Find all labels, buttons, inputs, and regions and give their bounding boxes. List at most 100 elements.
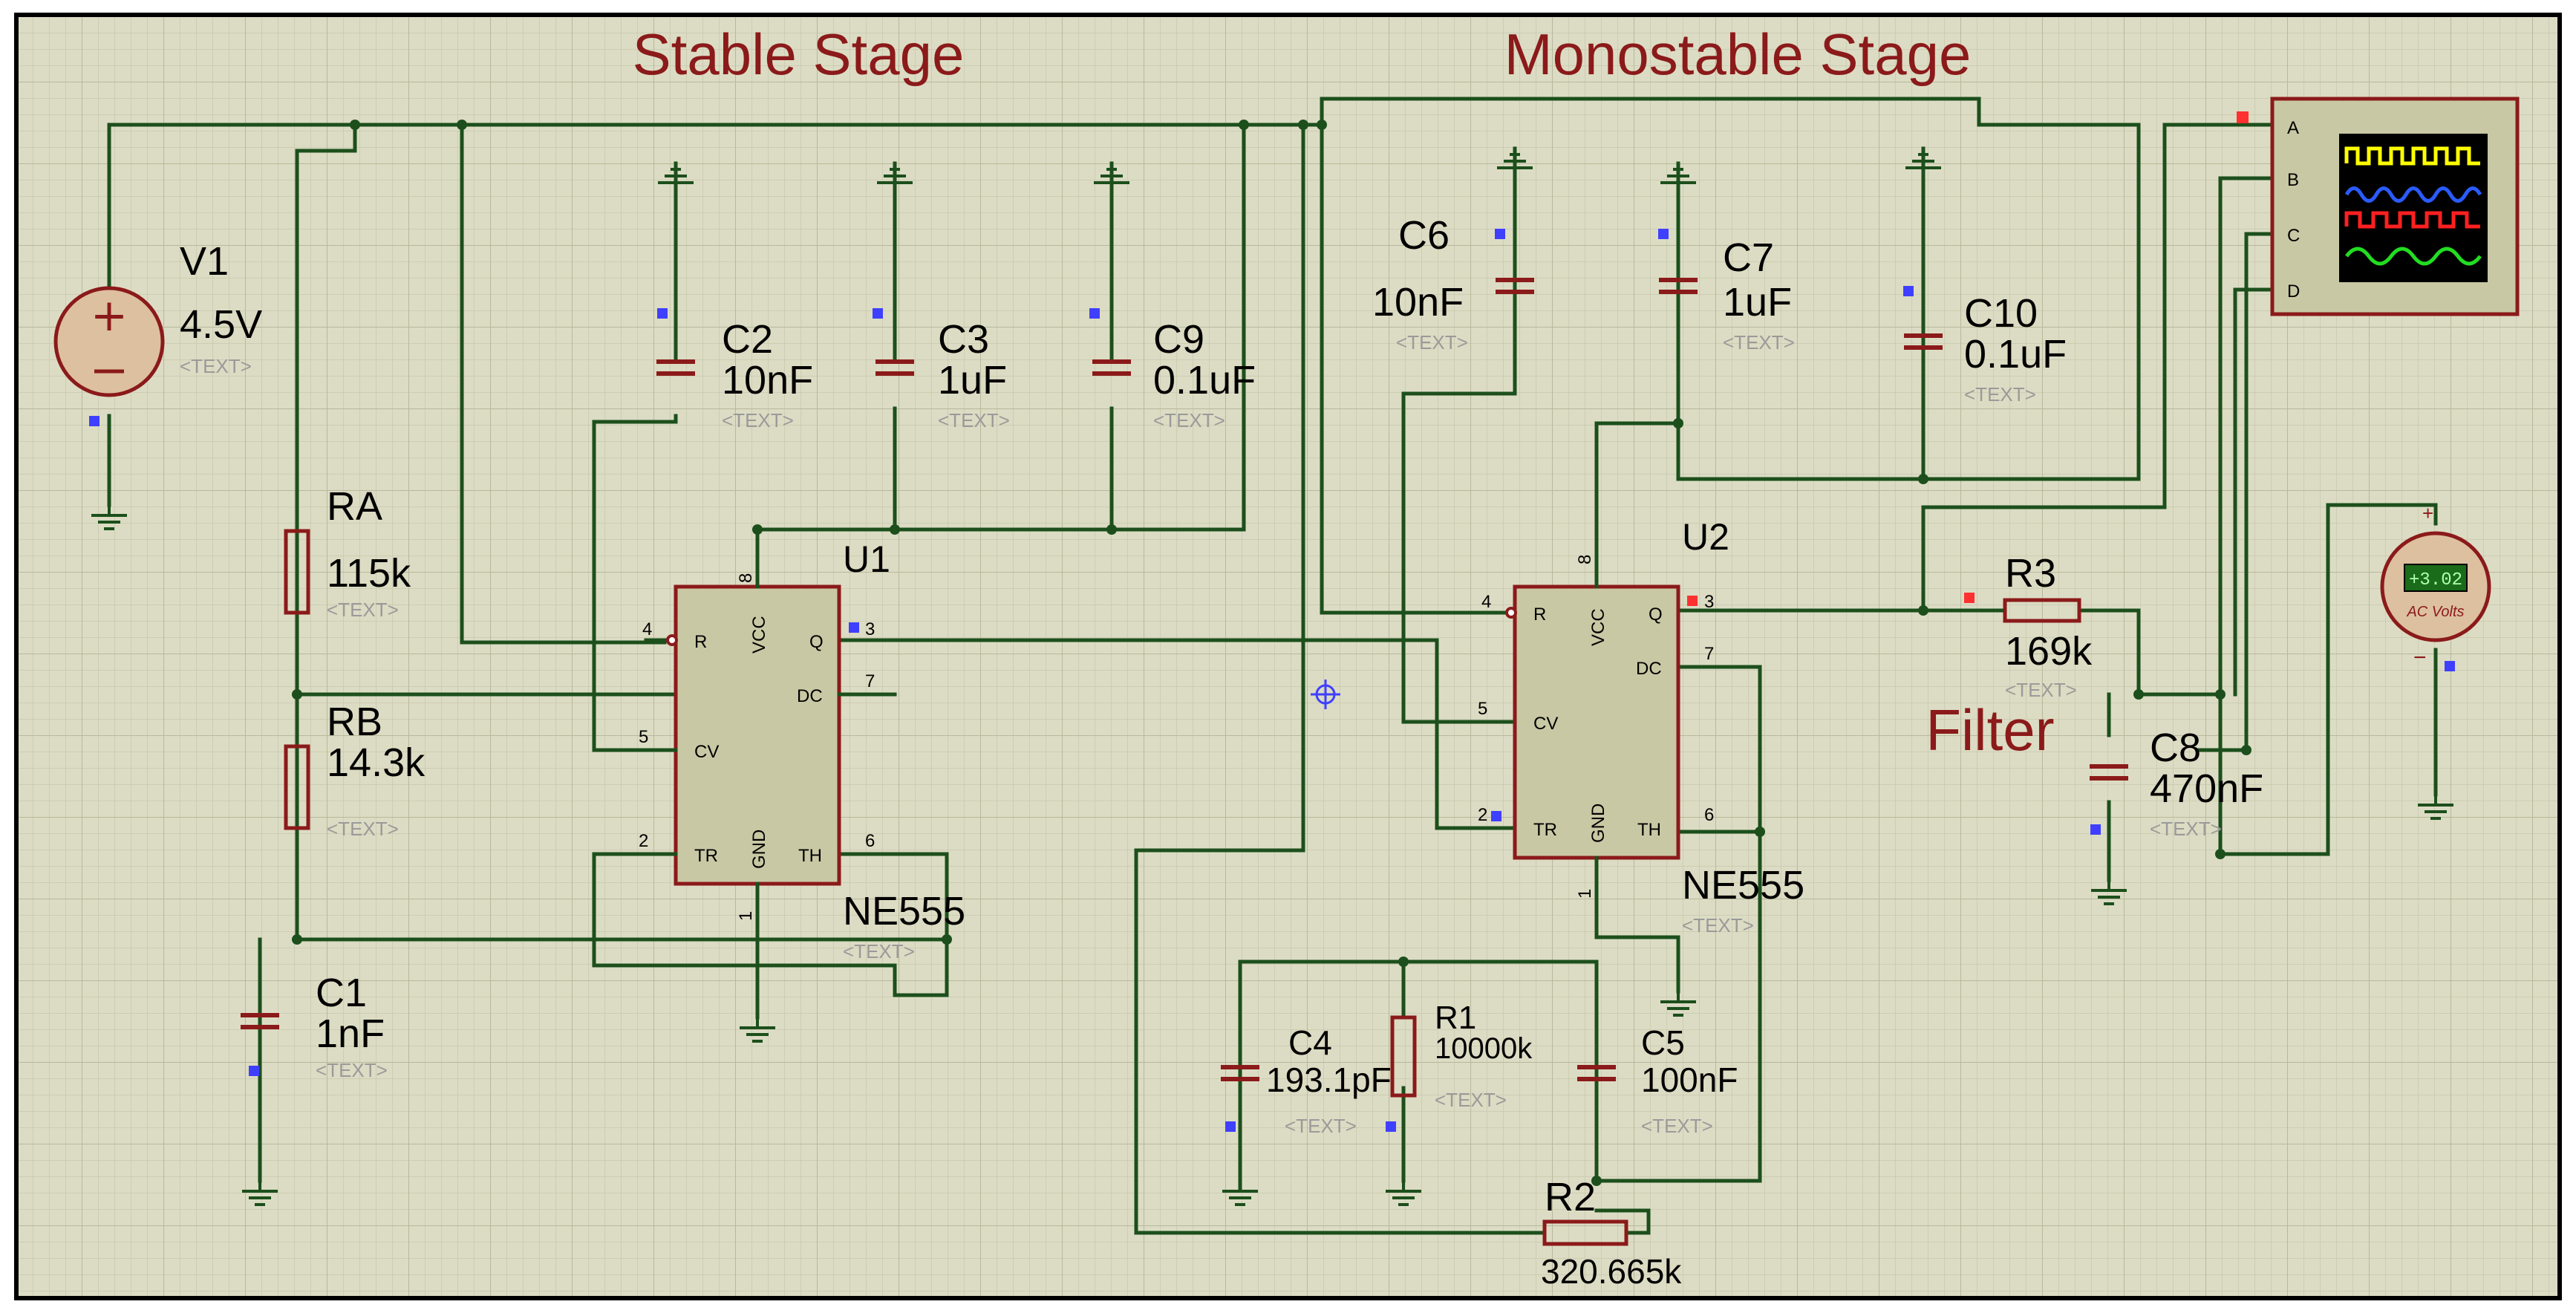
scope-trace-d	[2345, 247, 2482, 266]
filter-title: Filter	[1926, 697, 2054, 763]
ra-value: 115k	[327, 551, 411, 596]
resistor-r2[interactable]: R2 320.665k	[1541, 1175, 1682, 1291]
r2-value: 320.665k	[1541, 1252, 1682, 1291]
u2-pin-number: 4	[1481, 592, 1491, 612]
astable-stage-title: Stable Stage	[633, 22, 965, 87]
u1-pin-tr: TR	[694, 846, 718, 866]
resistor-r1[interactable]: R1 10000k <TEXT>	[1384, 1000, 1533, 1206]
u2-pin-vcc: VCC	[1588, 608, 1608, 646]
u2-pin-tr: TR	[1533, 820, 1557, 840]
capacitor-c4[interactable]: C4 193.1pF <TEXT>	[1221, 1023, 1392, 1206]
u1-pin-number: 4	[642, 619, 652, 639]
c4-text-placeholder: <TEXT>	[1285, 1115, 1357, 1137]
capacitor-c2[interactable]: C2 10nF <TEXT>	[656, 161, 813, 431]
r3-text-placeholder: <TEXT>	[2005, 679, 2077, 701]
capacitor-c6[interactable]: C6 10nF <TEXT>	[1372, 146, 1534, 354]
r3-name: R3	[2005, 551, 2056, 596]
u2-pin-r: R	[1533, 605, 1546, 625]
c7-text-placeholder: <TEXT>	[1723, 331, 1795, 354]
u2-pin-dc: DC	[1636, 659, 1662, 679]
c2-pin-marker	[657, 308, 668, 319]
scope-trace-a	[2344, 146, 2480, 166]
capacitor-c7[interactable]: C7 1uF <TEXT>	[1658, 161, 1795, 354]
scope-trace-b	[2344, 186, 2482, 203]
capacitor-c5[interactable]: C5 100nF <TEXT>	[1577, 1023, 1738, 1137]
u1-pin-number: 6	[865, 831, 875, 851]
c10-pin-marker	[1903, 286, 1914, 296]
ic-u1-ne555[interactable]: R VCC Q DC CV TR GND TH 4 8 3 7 5 2 6 1 …	[639, 538, 965, 1043]
voltage-source-v1[interactable]: + V1 4.5V <TEXT>	[53, 239, 262, 530]
voltmeter-display	[2404, 564, 2468, 592]
u2-pin-th: TH	[1637, 820, 1661, 840]
voltmeter-reading: +3.02	[2409, 570, 2462, 590]
r3-value: 169k	[2005, 629, 2093, 674]
c5-name: C5	[1641, 1023, 1685, 1062]
c9-value: 0.1uF	[1153, 358, 1256, 403]
u1-part: NE555	[843, 889, 965, 934]
c5-value: 100nF	[1641, 1060, 1738, 1099]
crosshair-icon[interactable]	[1311, 680, 1340, 709]
rb-value: 14.3k	[327, 740, 425, 785]
c9-pin-marker	[1089, 308, 1100, 319]
monostable-stage-title: Monostable Stage	[1504, 22, 1972, 87]
capacitor-c10[interactable]: C10 0.1uF <TEXT>	[1903, 146, 2067, 405]
u1-pin-r: R	[694, 632, 707, 652]
u1-pin-number: 3	[865, 619, 875, 639]
u2-part: NE555	[1682, 863, 1804, 908]
resistor-r3[interactable]: R3 169k <TEXT>	[1964, 551, 2093, 701]
c9-name: C9	[1153, 317, 1204, 362]
u1-pin-number: 1	[736, 911, 756, 921]
svg-text:+: +	[91, 290, 128, 342]
capacitor-c8[interactable]: C8 470nF <TEXT>	[2090, 726, 2263, 905]
r1-pin-marker	[1386, 1121, 1396, 1132]
ac-voltmeter[interactable]: +3.02 AC Volts + −	[2380, 502, 2491, 820]
c2-value: 10nF	[722, 358, 813, 403]
resistor-rb[interactable]: RB 14.3k <TEXT>	[284, 700, 425, 840]
v1-value: 4.5V	[180, 302, 262, 347]
r1-name: R1	[1435, 1000, 1476, 1036]
c8-name: C8	[2150, 726, 2201, 770]
u2-pin-number: 5	[1478, 699, 1487, 719]
u2-pin-q: Q	[1649, 605, 1663, 625]
u2-name: U2	[1682, 516, 1729, 558]
u2-text-placeholder: <TEXT>	[1682, 914, 1754, 936]
u2-pin-cv: CV	[1533, 714, 1558, 734]
c7-name: C7	[1723, 235, 1774, 280]
u2-pin-marker	[1687, 596, 1698, 606]
c8-pin-marker	[2090, 824, 2101, 835]
u1-pin-number: 2	[639, 831, 648, 851]
u1-pin-number: 5	[639, 727, 648, 747]
c6-value: 10nF	[1372, 280, 1464, 325]
scope-channel-d: D	[2287, 281, 2300, 302]
c6-pin-marker	[1495, 229, 1505, 239]
c1-pin-marker	[249, 1066, 259, 1076]
u2-pin-number: 2	[1478, 805, 1487, 825]
ic-u2-ne555[interactable]: R VCC Q DC CV TR GND TH 4 8 3 7 5 2 6 1 …	[1478, 516, 1804, 1017]
c2-text-placeholder: <TEXT>	[722, 409, 794, 431]
c3-name: C3	[938, 317, 989, 362]
scope-pin-marker	[2237, 111, 2249, 123]
scope-channel-b: B	[2287, 170, 2299, 190]
oscilloscope[interactable]: A B C D	[2237, 97, 2520, 316]
u1-text-placeholder: <TEXT>	[843, 940, 915, 962]
c7-value: 1uF	[1723, 280, 1792, 325]
c6-name: C6	[1398, 213, 1450, 258]
u1-pin-number: 7	[865, 671, 875, 691]
u2-pin-number: 8	[1575, 555, 1595, 564]
u1-pin-vcc: VCC	[749, 616, 769, 654]
resistor-ra[interactable]: RA 115k <TEXT>	[284, 484, 411, 621]
u2-pin-number: 6	[1704, 805, 1714, 825]
c10-value: 0.1uF	[1964, 332, 2067, 377]
capacitor-c3[interactable]: C3 1uF <TEXT>	[873, 161, 1010, 431]
c3-pin-marker	[873, 308, 883, 319]
v1-name: V1	[180, 239, 229, 284]
capacitor-c9[interactable]: C9 0.1uF <TEXT>	[1089, 161, 1256, 431]
voltmeter-plus: +	[2422, 502, 2433, 524]
capacitor-c1[interactable]: C1 1nF <TEXT>	[241, 971, 388, 1206]
u2-pin-marker	[1491, 811, 1501, 821]
scope-trace-c	[2344, 211, 2480, 229]
voltmeter-unit-label: AC Volts	[2406, 604, 2464, 620]
c6-text-placeholder: <TEXT>	[1396, 331, 1468, 354]
c1-value: 1nF	[316, 1011, 385, 1056]
